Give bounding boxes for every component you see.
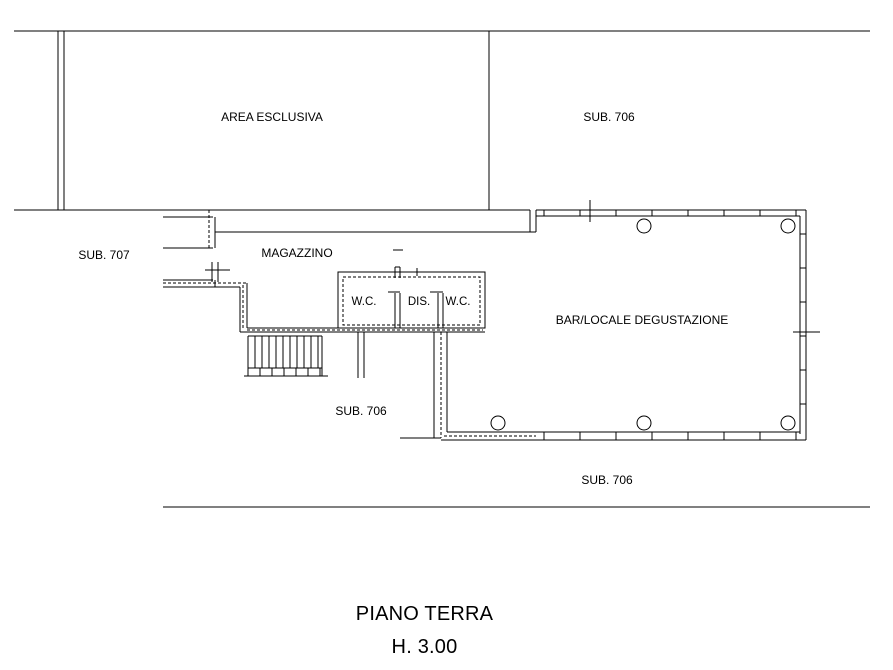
window-ticks (543, 210, 806, 440)
label-sub-706-top: SUB. 706 (583, 110, 635, 124)
label-bar: BAR/LOCALE DEGUSTAZIONE (556, 313, 728, 327)
label-sub-707: SUB. 707 (78, 248, 130, 262)
ceiling-height: H. 3.00 (391, 636, 458, 658)
plan-linework (14, 30, 870, 508)
label-dis: DIS. (408, 296, 430, 308)
label-wc-left: W.C. (352, 296, 377, 308)
label-magazzino: MAGAZZINO (261, 246, 332, 260)
label-wc-right: W.C. (446, 296, 471, 308)
stair-treads (247, 336, 321, 376)
label-sub-706-mid: SUB. 706 (335, 404, 387, 418)
label-sub-706-bottom: SUB. 706 (581, 473, 633, 487)
label-area-esclusiva: AREA ESCLUSIVA (221, 110, 323, 124)
floor-title: PIANO TERRA (355, 603, 494, 625)
